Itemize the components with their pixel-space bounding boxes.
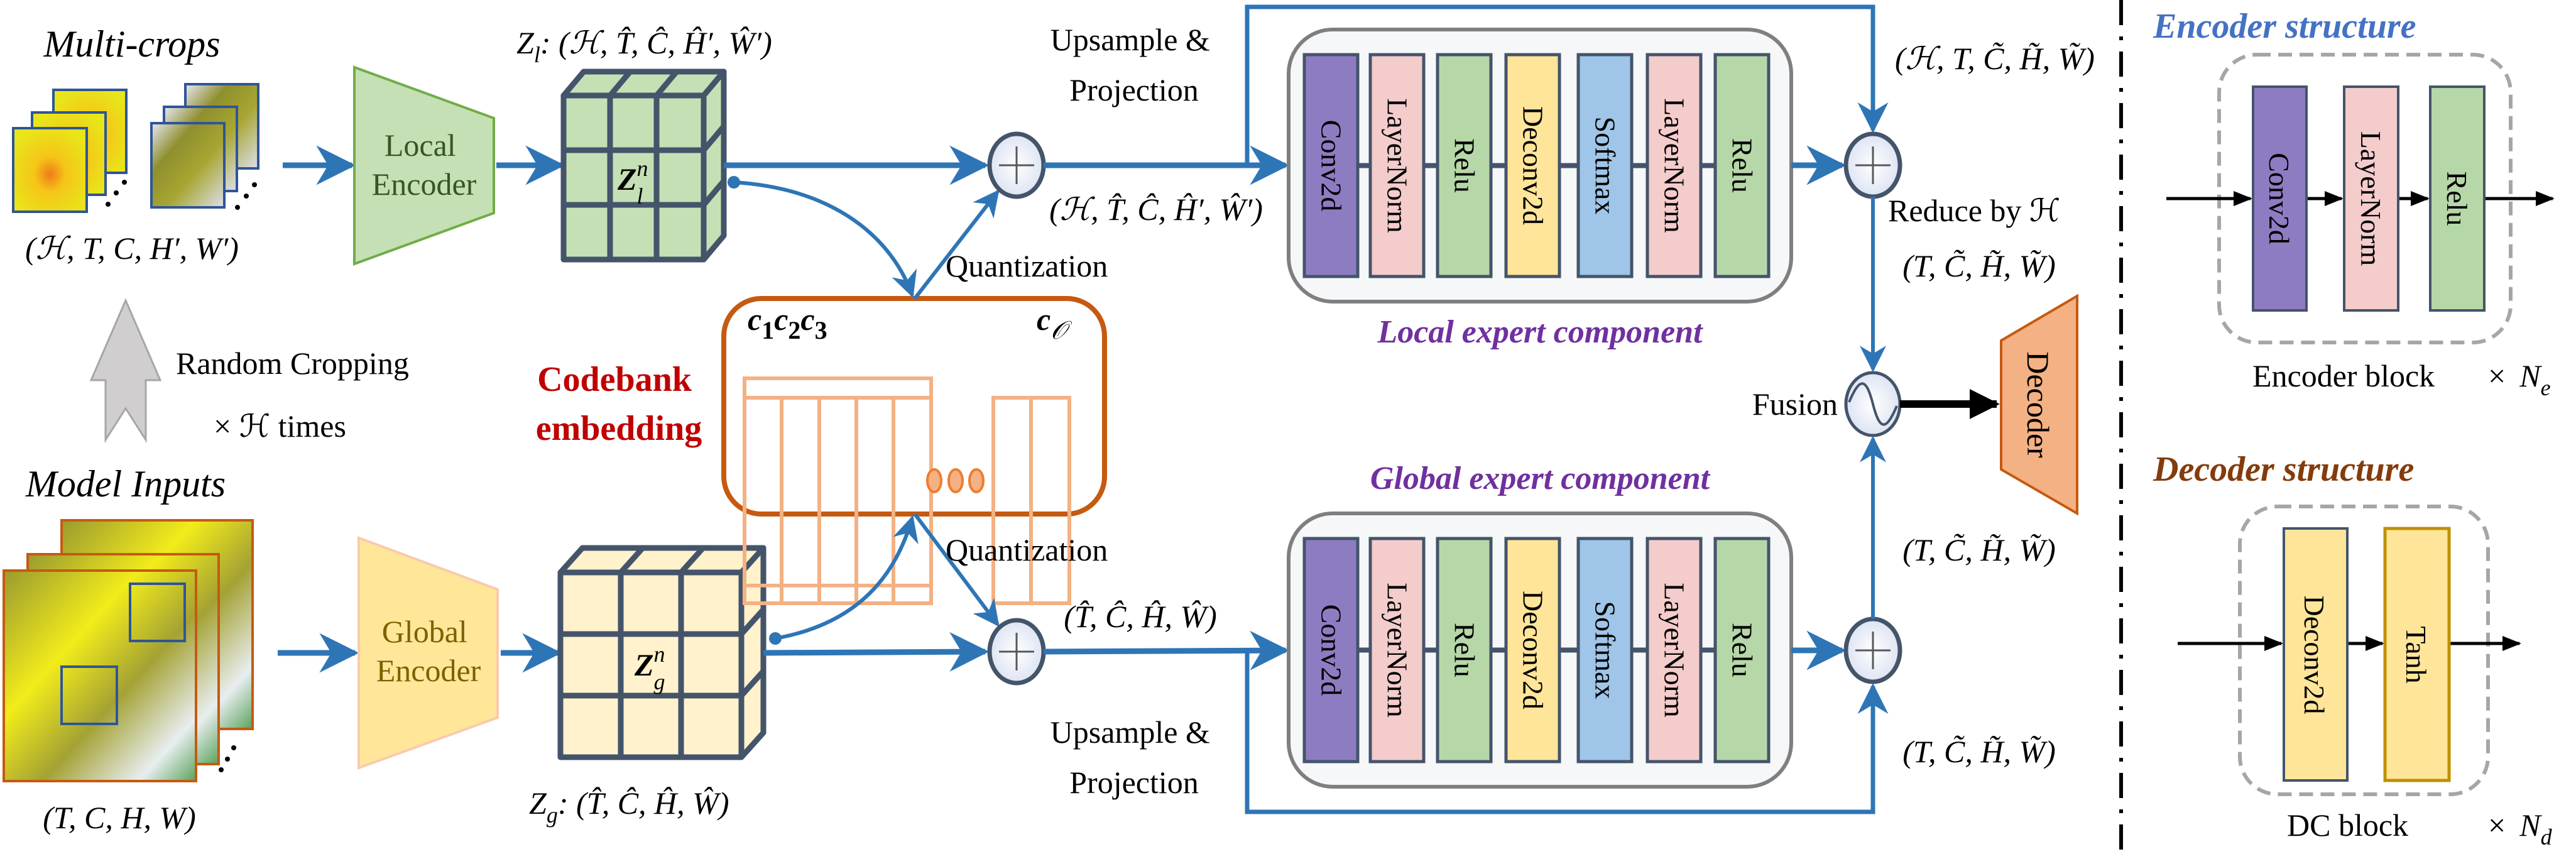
times-label: × ℋ times <box>214 408 346 444</box>
expert-layer-label: Softmax <box>1590 601 1622 699</box>
svg-text:Deconv2d: Deconv2d <box>2298 595 2330 714</box>
expert-layer-relu: Relu <box>1436 53 1493 278</box>
local-reduced-shape: (T, C̃, H̃, W̃) <box>1902 248 2056 283</box>
local-expert-component: Conv2d LayerNorm Relu Deconv2d Softmax LayerN… <box>1287 28 1793 304</box>
expert-layer-layernorm: LayerNorm <box>1645 53 1703 278</box>
expert-layer-label: Relu <box>1449 138 1481 193</box>
svg-text:Tanh: Tanh <box>2400 626 2432 683</box>
expert-layer-layernorm: LayerNorm <box>1368 537 1426 763</box>
global-after-sum-shape: (T̂, Ĉ, Ĥ, Ŵ) <box>1064 599 1217 634</box>
sum-node-local-output <box>1843 131 1902 199</box>
crop-region-box <box>129 583 186 642</box>
expert-layer-softmax: Softmax <box>1576 537 1634 763</box>
multi-crops-shape: (ℋ, T, C, H′, W′) <box>25 231 239 266</box>
encoder-block-repeat: ×Ne <box>2488 358 2551 400</box>
decoder-layer-tanh: Tanh <box>2383 527 2451 782</box>
sum-node-global-output <box>1843 616 1902 684</box>
reduce-label: Reduce by ℋ <box>1888 193 2060 228</box>
encoder-structure-title: Encoder structure <box>2153 7 2416 46</box>
expert-layer-relu: Relu <box>1713 537 1771 763</box>
expert-layer-deconv2d: Deconv2d <box>1504 537 1561 763</box>
local-encoder-label: Local Encoder <box>372 128 477 202</box>
expert-layer-label: Conv2d <box>1316 605 1348 696</box>
expert-layer-label: LayerNorm <box>1659 583 1691 718</box>
quantization-bottom-label: Quantization <box>946 532 1108 567</box>
local-latent-cube <box>560 68 727 263</box>
quantization-top-label: Quantization <box>946 248 1108 283</box>
model-inputs-shape: (T, C, H, W) <box>43 800 196 835</box>
local-latent-shape: Zl: (ℋ, T̂, Ĉ, Ĥ′, Ŵ′) <box>516 25 772 67</box>
multi-crops-hot-stack <box>12 89 128 213</box>
global-expert-component: Conv2d LayerNorm Relu Deconv2d Softmax LayerN… <box>1287 512 1793 789</box>
crop-region-box <box>60 665 118 725</box>
expert-layer-label: LayerNorm <box>1659 98 1691 233</box>
svg-text:LayerNorm: LayerNorm <box>2355 131 2387 266</box>
global-encoder-label: Global Encoder <box>376 614 481 688</box>
random-cropping-label: Random Cropping <box>176 346 409 381</box>
expert-layer-layernorm: LayerNorm <box>1645 537 1703 763</box>
decoder-structure-title: Decoder structure <box>2153 450 2414 489</box>
global-upsample-label: Upsample & Projection <box>1051 714 1218 800</box>
encoder-layer-relu: Relu <box>2429 85 2486 312</box>
encoder-block-label: Encoder block <box>2252 358 2435 393</box>
global-out-shape: (T, C̃, H̃, W̃) <box>1902 532 2056 567</box>
local-encoder <box>353 65 495 266</box>
expert-layer-label: Relu <box>1727 138 1759 193</box>
model-input-stack <box>3 519 254 782</box>
local-expert-title: Local expert component <box>1377 314 1703 350</box>
global-latent-shape: Zg: (T̂, Ĉ, Ĥ, Ŵ) <box>529 785 729 828</box>
sum-node-global-input <box>987 618 1046 686</box>
expert-layer-label: Deconv2d <box>1517 106 1549 225</box>
decoder <box>2000 293 2078 516</box>
global-expert-title: Global expert component <box>1370 461 1711 496</box>
fusion-node <box>1844 371 1902 437</box>
expert-layer-conv2d: Conv2d <box>1302 53 1360 278</box>
random-cropping-arrow <box>89 298 162 444</box>
local-after-sum-shape: (ℋ, T̂, Ĉ, Ĥ′, Ŵ′) <box>1049 192 1263 227</box>
global-encoder <box>357 536 499 770</box>
expert-layer-label: LayerNorm <box>1382 583 1414 718</box>
expert-layer-label: Conv2d <box>1316 120 1348 212</box>
expert-layer-label: Relu <box>1449 623 1481 677</box>
expert-layer-conv2d: Conv2d <box>1302 537 1360 763</box>
local-upsample-label: Upsample & Projection <box>1051 22 1218 107</box>
codebank-title: Codebank embedding <box>536 360 702 448</box>
model-inputs-title: Model Inputs <box>25 463 226 505</box>
global-latent-cube <box>557 545 767 760</box>
codebank-codes: c1c2c3 <box>748 302 827 344</box>
expert-layer-layernorm: LayerNorm <box>1368 53 1426 278</box>
decoder-layer-deconv2d: Deconv2d <box>2283 527 2349 782</box>
encoder-layer-layernorm: LayerNorm <box>2343 85 2399 312</box>
multi-crops-cloud-stack <box>150 83 259 210</box>
expert-layer-deconv2d: Deconv2d <box>1504 53 1561 278</box>
decoder-label: Decoder <box>2021 351 2056 458</box>
sum-node-local-input <box>987 131 1046 199</box>
local-skip-shape: (ℋ, T, C̃, H̃, W̃) <box>1895 41 2095 76</box>
expert-layer-label: LayerNorm <box>1382 98 1414 233</box>
svg-text:Relu: Relu <box>2441 172 2473 226</box>
dc-block-repeat: ×Nd <box>2488 807 2553 850</box>
svg-text:Conv2d: Conv2d <box>2263 153 2295 244</box>
fusion-label: Fusion <box>1752 386 1838 422</box>
expert-layer-relu: Relu <box>1436 537 1493 763</box>
ellipsis-dots <box>926 468 985 493</box>
expert-layer-label: Deconv2d <box>1517 591 1549 709</box>
dc-block-label: DC block <box>2287 807 2408 843</box>
expert-layer-label: Softmax <box>1590 117 1622 215</box>
expert-layer-softmax: Softmax <box>1576 53 1634 278</box>
multi-crops-title: Multi-crops <box>43 23 220 65</box>
global-skip-shape: (T, C̃, H̃, W̃) <box>1902 734 2056 769</box>
encoder-layer-conv2d: Conv2d <box>2252 85 2308 312</box>
expert-layer-label: Relu <box>1727 623 1759 677</box>
dc-block-box <box>2238 505 2490 796</box>
expert-layer-relu: Relu <box>1713 53 1771 278</box>
